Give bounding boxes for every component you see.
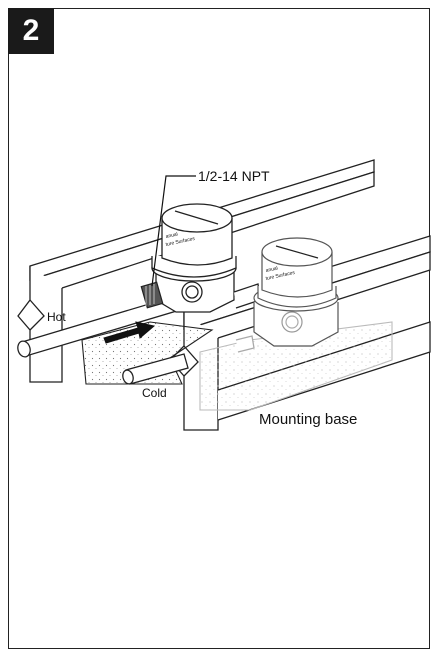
mounting-base-label: Mounting base	[259, 411, 357, 428]
svg-text:anual: anual	[165, 232, 178, 240]
cold-supply-pipe	[122, 335, 255, 385]
cold-label: Cold	[142, 386, 167, 400]
svg-text:anual: anual	[265, 266, 278, 274]
valve-body	[151, 203, 261, 313]
thread-spec-label: 1/2-14 NPT	[198, 168, 270, 184]
threaded-nipple	[140, 281, 164, 309]
hot-label: Hot	[47, 310, 66, 324]
second-valve-body	[253, 237, 339, 347]
insertion-arrow	[103, 321, 156, 344]
thread-spec-leader-line	[151, 175, 196, 287]
step-number-badge: 2	[8, 8, 54, 54]
